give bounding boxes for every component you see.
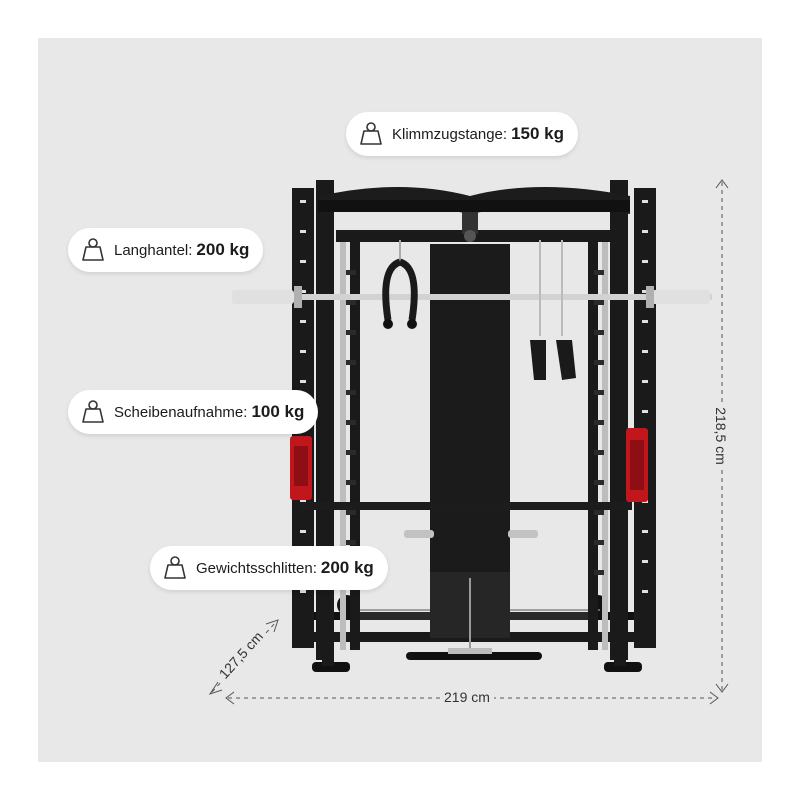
callout-value: 100 kg	[251, 402, 305, 421]
weight-carriages	[290, 428, 648, 502]
barbell	[232, 286, 712, 308]
callout-value: 150 kg	[511, 124, 564, 143]
weight-icon	[82, 400, 104, 423]
callout-label: Langhantel:	[114, 241, 193, 259]
callout-plate-holder: Scheibenaufnahme: 100 kg	[68, 390, 319, 434]
j-hooks	[346, 270, 604, 575]
stirrup-handles	[530, 240, 576, 380]
callout-label: Klimmzugstange:	[392, 125, 508, 143]
lower-bar	[300, 502, 632, 510]
plate-holders	[404, 530, 538, 538]
dimension-arrows	[208, 179, 729, 705]
rope-attachment	[382, 240, 418, 329]
callout-pull-up-bar: Klimmzugstange: 150 kg	[346, 112, 578, 156]
callout-barbell: Langhantel: 200 kg	[68, 228, 264, 272]
smith-rails	[340, 240, 608, 650]
weight-icon	[164, 556, 186, 579]
weight-icon	[82, 238, 104, 261]
weight-icon	[360, 122, 382, 145]
callout-value: 200 kg	[196, 240, 250, 259]
callout-label: Scheibenaufnahme:	[114, 403, 248, 421]
callout-weight-carriage: Gewichtsschlitten: 200 kg	[150, 546, 388, 590]
pull-up-bar	[318, 187, 630, 242]
height-dimension-label: 218,5 cm	[712, 403, 729, 469]
callout-label: Gewichtsschlitten:	[196, 559, 317, 577]
low-pulley-handle	[406, 648, 542, 660]
width-dimension-label: 219 cm	[440, 689, 494, 705]
callout-value: 200 kg	[320, 558, 374, 577]
